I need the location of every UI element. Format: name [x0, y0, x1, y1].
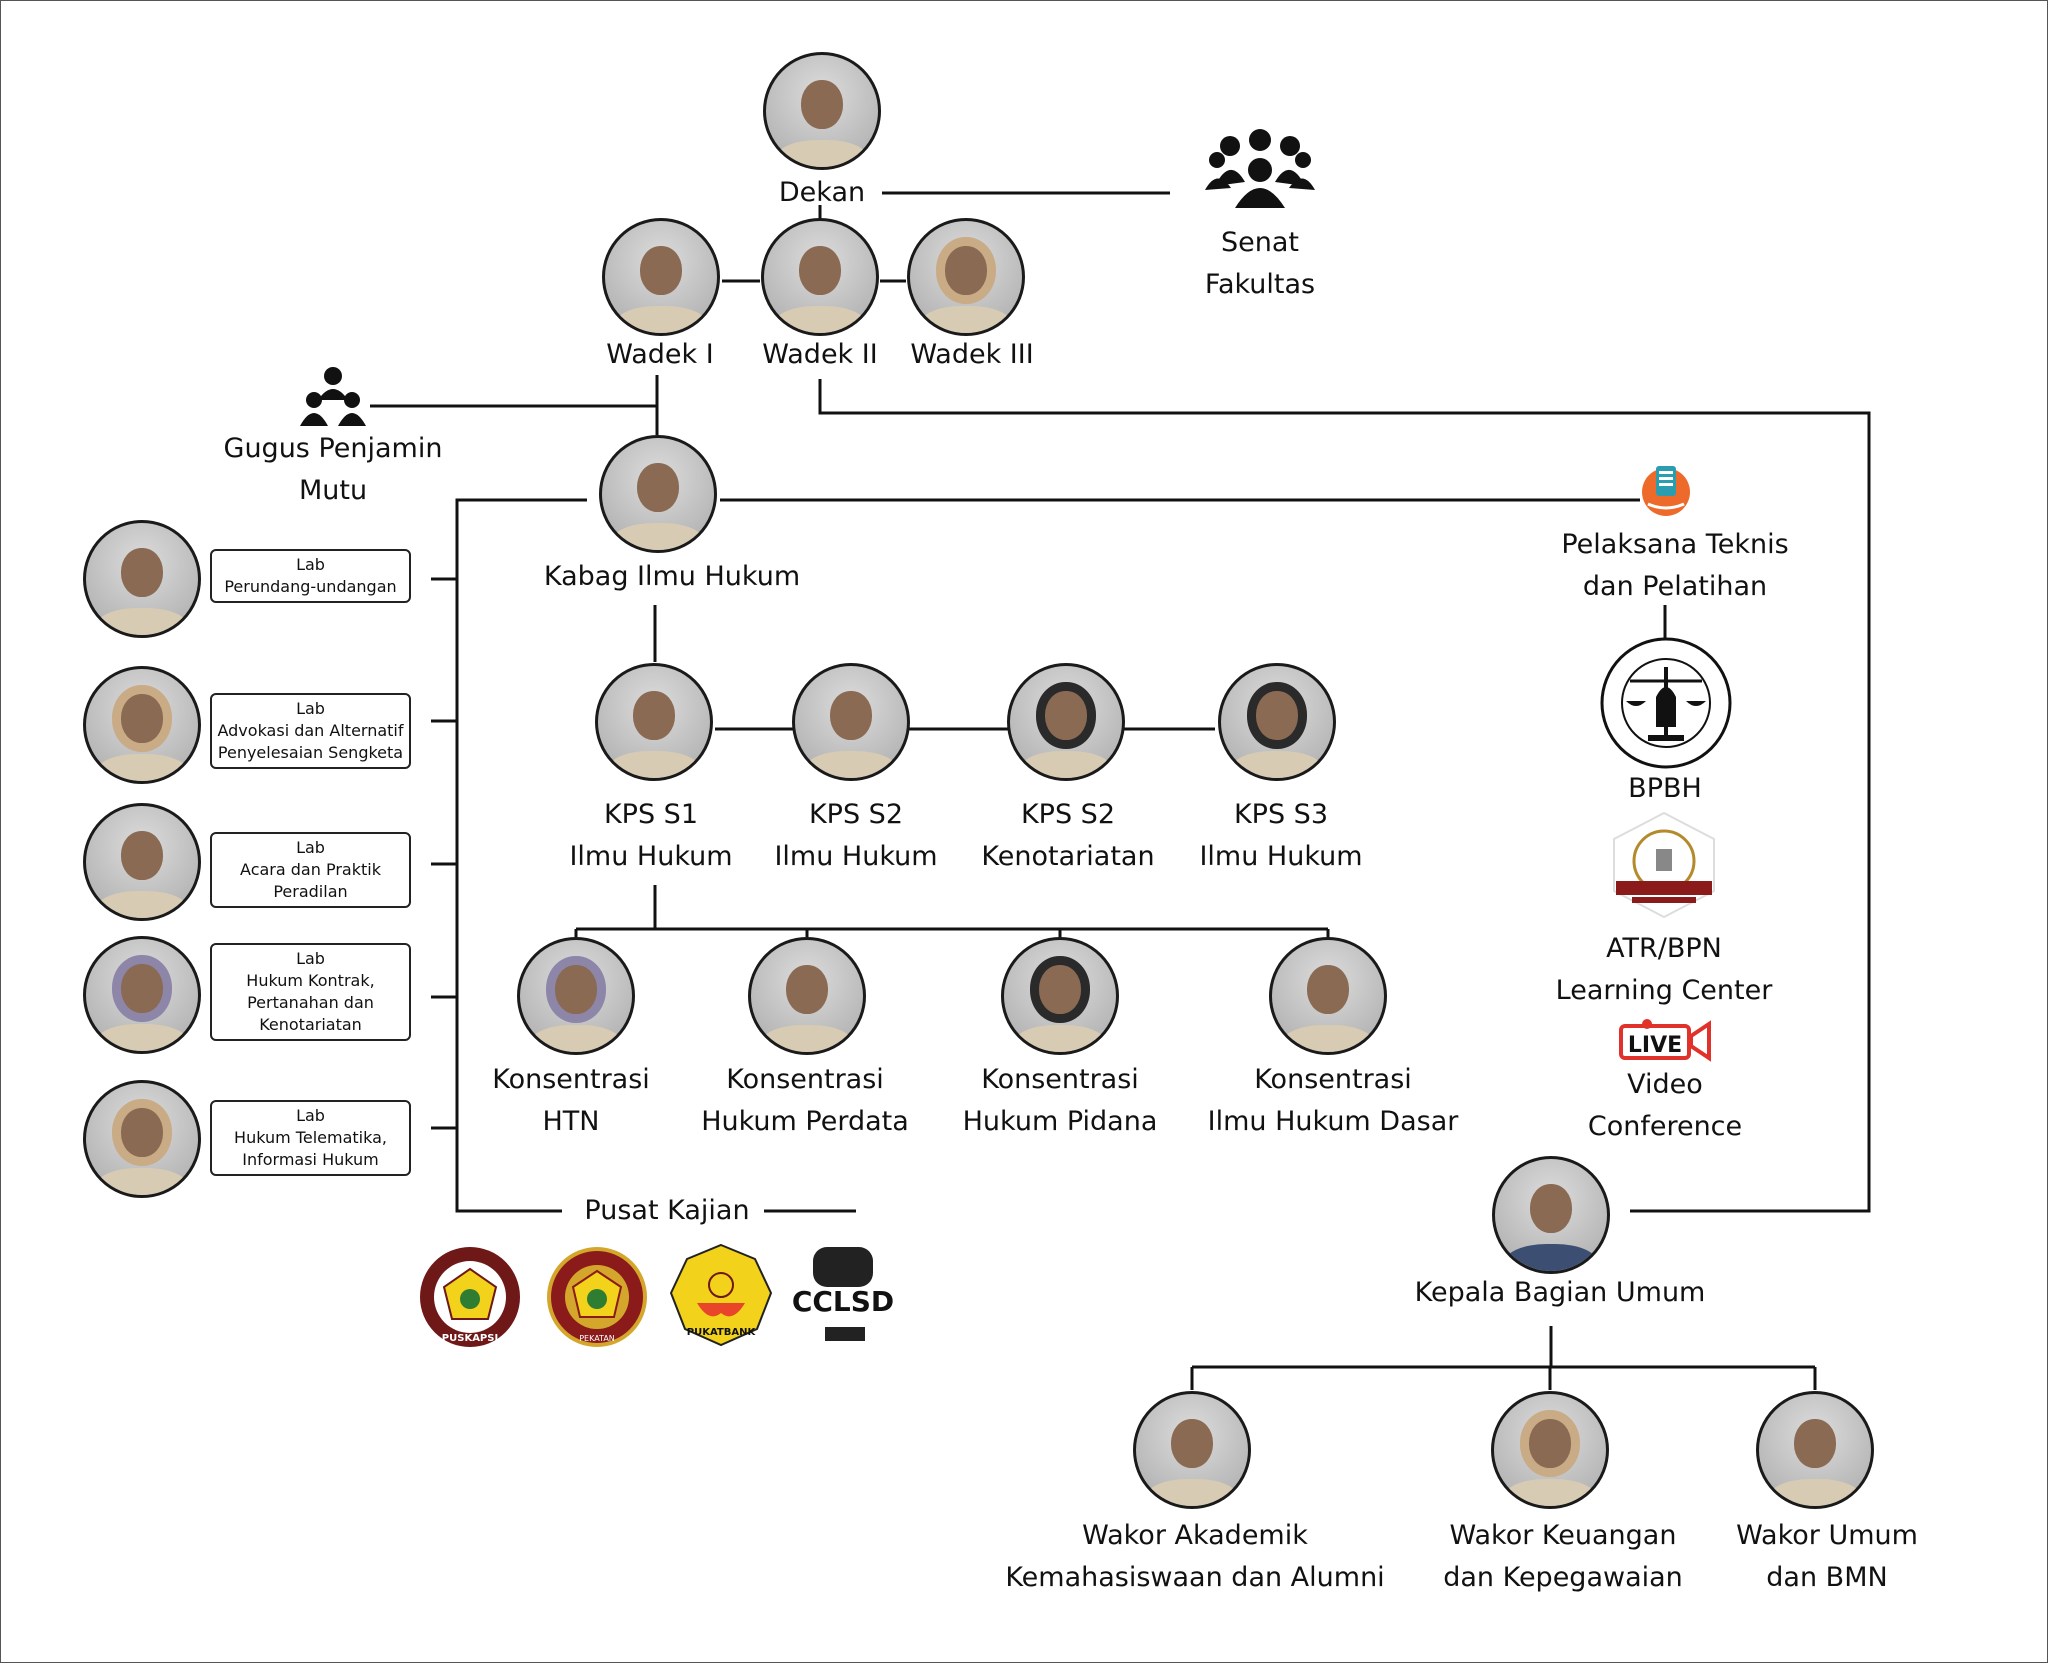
avatar-kps-s3: [1218, 663, 1336, 781]
svg-text:PUSKAPSI: PUSKAPSI: [442, 1333, 498, 1344]
svg-text:LIVE: LIVE: [1628, 1033, 1682, 1058]
logo-cclsd: CCLSD: [791, 1245, 901, 1349]
avatar-lab-2: [83, 666, 201, 784]
avatar-kps-s2-kn: [1007, 663, 1125, 781]
label-kabag: Kabag Ilmu Hukum: [543, 561, 801, 592]
avatar-lab-3: [83, 803, 201, 921]
avatar-wadek-3: [907, 218, 1025, 336]
team-icon: [300, 366, 366, 430]
avatar-kabag: [599, 435, 717, 553]
line-wadek2-kabag-umum: [818, 379, 1871, 1213]
avatar-kepala-bagian-umum: [1492, 1156, 1610, 1274]
training-device-icon: [1638, 462, 1694, 522]
logo-atr-bpn: [1602, 811, 1726, 925]
label-pusat-kajian: Pusat Kajian: [584, 1195, 750, 1226]
live-video-icon: LIVE: [1617, 1018, 1713, 1066]
avatar-lab-1: [83, 520, 201, 638]
label-bpbh: BPBH: [1628, 773, 1702, 804]
logo-bpbh-scales: [1600, 637, 1732, 773]
avatar-konsentrasi-perdata: [748, 937, 866, 1055]
svg-text:CCLSD: CCLSD: [792, 1285, 894, 1318]
avatar-kps-s1: [595, 663, 713, 781]
logo-pukatbank: PUKATBANK: [669, 1243, 773, 1351]
avatar-wakor-keuangan: [1491, 1391, 1609, 1509]
label-kepala-bagian-umum: Kepala Bagian Umum: [1414, 1277, 1706, 1308]
svg-text:PEKATAN: PEKATAN: [579, 1334, 615, 1343]
group-people-icon: [1205, 128, 1315, 212]
line-kabag-labs: [455, 498, 587, 1213]
logo-pekatan: PEKATAN: [545, 1245, 649, 1353]
avatar-wakor-akademik: [1133, 1391, 1251, 1509]
avatar-lab-4: [83, 936, 201, 1054]
avatar-wadek-1: [602, 218, 720, 336]
avatar-konsentrasi-pidana: [1001, 937, 1119, 1055]
avatar-konsentrasi-htn: [517, 937, 635, 1055]
label-wadek-1: Wadek I: [606, 339, 714, 370]
label-wadek-3: Wadek III: [910, 339, 1034, 370]
avatar-lab-5: [83, 1080, 201, 1198]
avatar-dekan: [763, 52, 881, 170]
logo-puskapsi: PUSKAPSI: [418, 1245, 522, 1353]
avatar-kps-s2-ih: [792, 663, 910, 781]
label-dekan: Dekan: [778, 177, 866, 208]
label-wadek-2: Wadek II: [762, 339, 878, 370]
avatar-wakor-umum: [1756, 1391, 1874, 1509]
avatar-wadek-2: [761, 218, 879, 336]
svg-text:PUKATBANK: PUKATBANK: [687, 1327, 757, 1338]
avatar-konsentrasi-dasar: [1269, 937, 1387, 1055]
